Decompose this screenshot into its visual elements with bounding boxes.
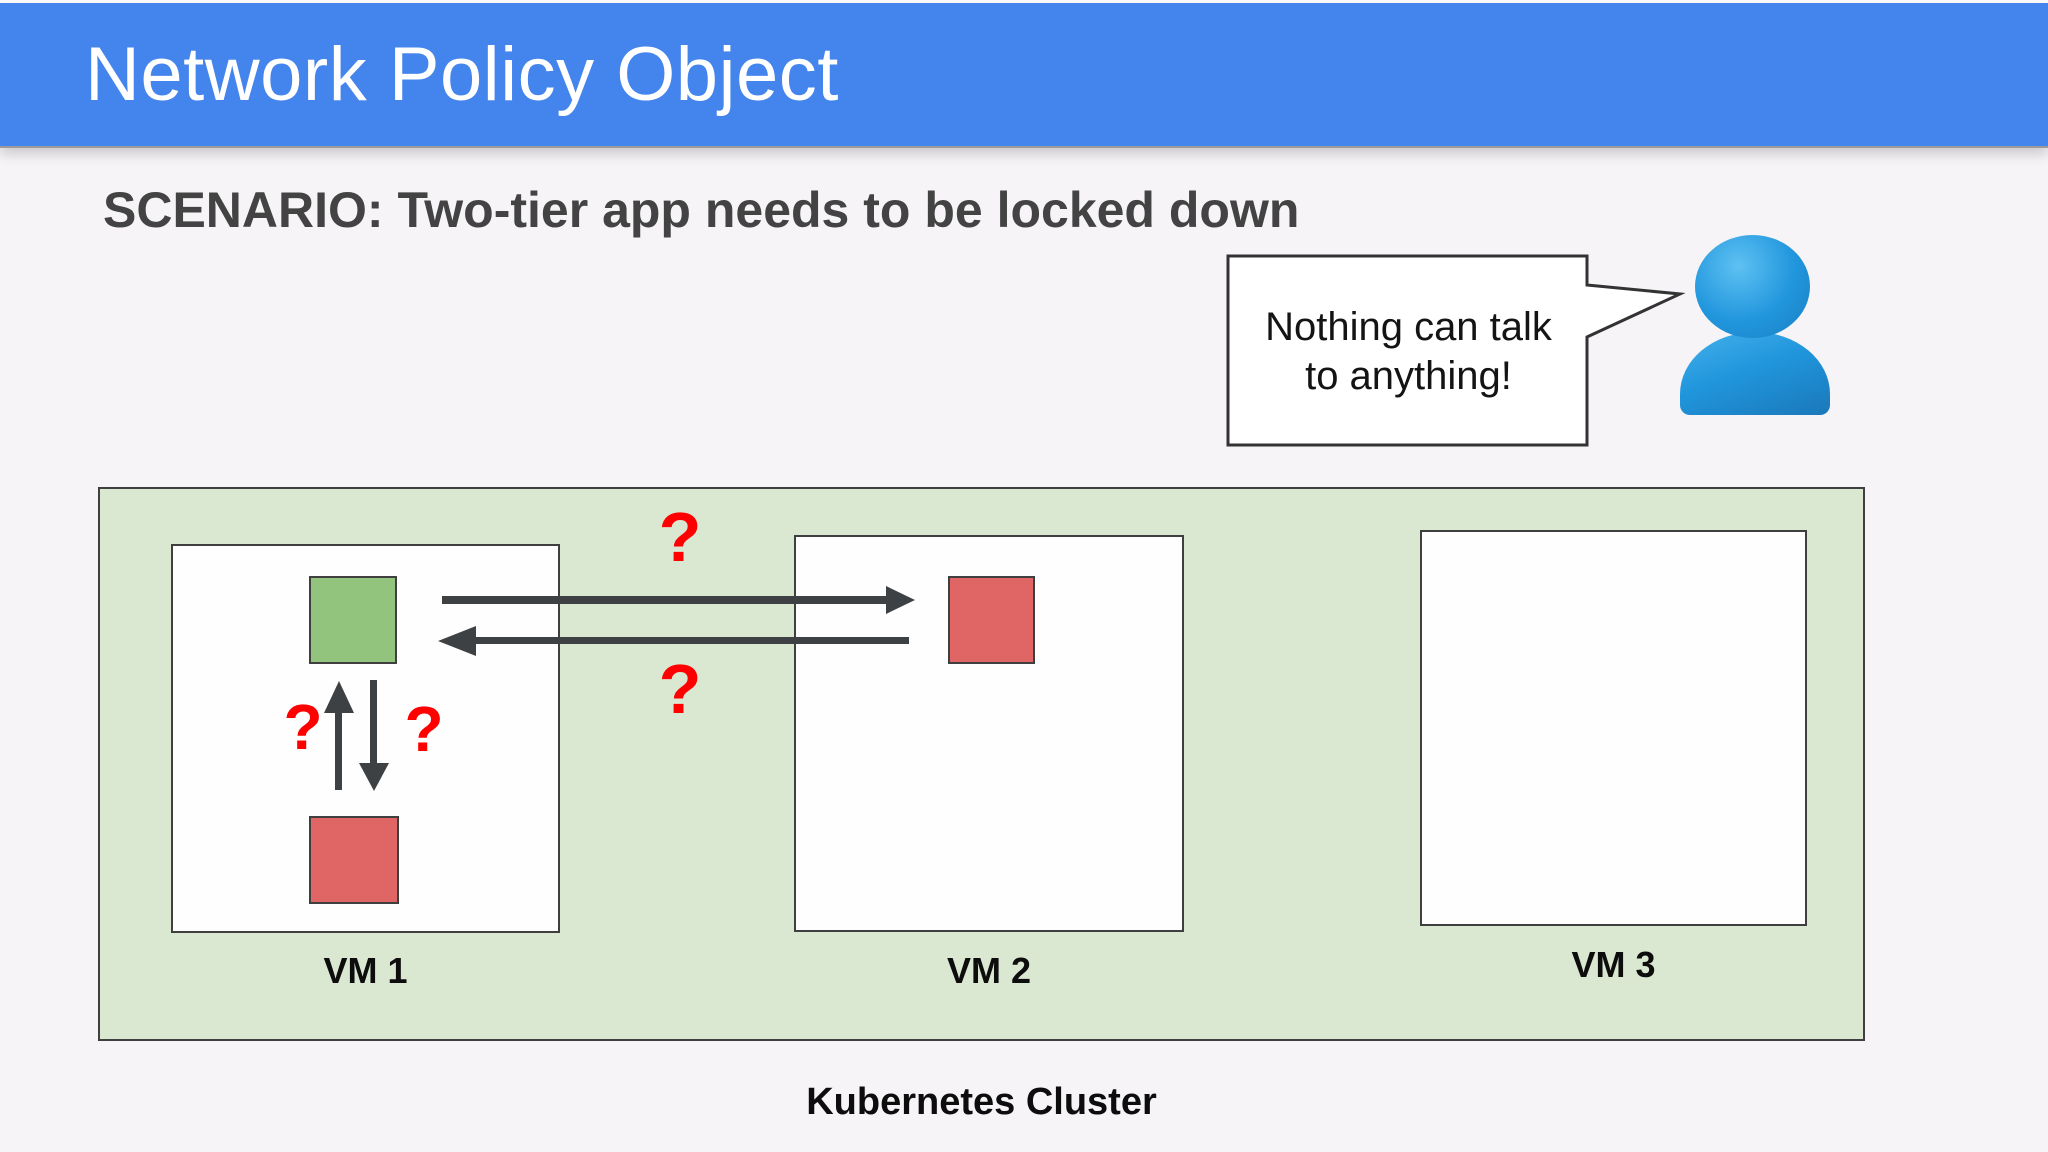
speech-bubble-text: Nothing can talk to anything!: [1228, 256, 1589, 447]
red-pod-vm1: [309, 816, 399, 904]
vm3-label: VM 3: [1571, 944, 1656, 985]
scenario-heading: SCENARIO: Two-tier app needs to be locke…: [103, 182, 1300, 238]
question-mark-top: ?: [658, 498, 702, 576]
green-pod-vm1: [309, 576, 397, 664]
red-pod-vm2: [948, 576, 1035, 664]
vm1-label: VM 1: [323, 950, 408, 991]
cluster-label: Kubernetes Cluster: [806, 1081, 1157, 1123]
user-icon-body: [1680, 332, 1830, 415]
speech-line-2: to anything!: [1305, 353, 1512, 398]
header-bar: Network Policy Object: [0, 3, 2048, 146]
speech-line-1: Nothing can talk: [1265, 304, 1552, 349]
vm2-label: VM 2: [946, 950, 1032, 991]
question-mark-right: ?: [404, 693, 444, 765]
user-icon: [1675, 230, 1835, 420]
user-icon-head: [1695, 235, 1810, 338]
page-title: Network Policy Object: [85, 32, 839, 117]
arrow-left-icon: [438, 626, 909, 656]
arrow-down-icon: [359, 680, 389, 791]
arrow-up-icon: [324, 681, 354, 790]
speech-bubble: [1226, 254, 1686, 447]
question-mark-bottom: ?: [658, 650, 702, 728]
top-strip: [0, 0, 2048, 3]
vm3-box: [1420, 530, 1807, 926]
question-mark-left: ?: [283, 691, 323, 763]
arrow-right-icon: [442, 586, 915, 614]
